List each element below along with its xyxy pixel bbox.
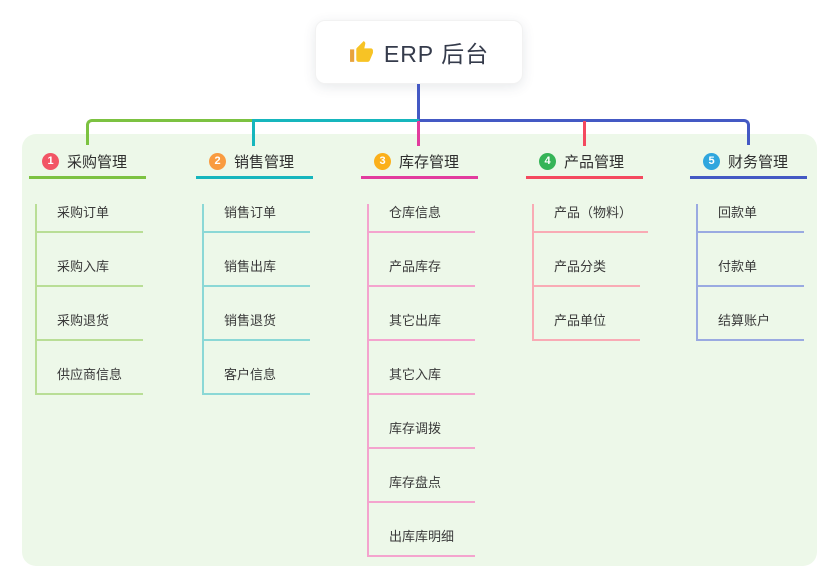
branch-children-2: 销售订单 销售出库 销售退货 客户信息 <box>202 204 313 395</box>
child-node[interactable]: 库存调拨 <box>367 420 475 449</box>
branch-label: 产品管理 <box>564 153 625 171</box>
branch-number-badge: 5 <box>703 152 720 170</box>
branch-label: 财务管理 <box>728 153 789 171</box>
child-node[interactable]: 仓库信息 <box>367 204 475 233</box>
child-node[interactable]: 产品库存 <box>367 258 475 287</box>
child-node[interactable]: 产品单位 <box>532 312 640 341</box>
branch-children-5: 回款单 付款单 结算账户 <box>696 204 807 341</box>
child-node[interactable]: 付款单 <box>696 258 804 287</box>
child-node[interactable]: 产品分类 <box>532 258 640 287</box>
branch-number-badge: 4 <box>539 152 556 170</box>
child-node[interactable]: 销售订单 <box>202 204 310 233</box>
drop-line-branch-3 <box>417 121 420 146</box>
branch-number-badge: 2 <box>209 152 226 170</box>
branch-node-1: 1 采购管理 采购订单 采购入库 采购退货 供应商信息 <box>29 146 146 395</box>
branch-number-badge: 1 <box>42 152 59 170</box>
child-node[interactable]: 出库库明细 <box>367 528 475 557</box>
branch-label: 库存管理 <box>399 153 460 171</box>
branch-header-1[interactable]: 1 采购管理 <box>29 146 146 179</box>
branch-node-5: 5 财务管理 回款单 付款单 结算账户 <box>690 146 807 341</box>
child-node[interactable]: 客户信息 <box>202 366 310 395</box>
child-node[interactable]: 其它出库 <box>367 312 475 341</box>
drop-line-branch-4 <box>583 121 586 146</box>
child-node[interactable]: 采购入库 <box>35 258 143 287</box>
child-node[interactable]: 销售出库 <box>202 258 310 287</box>
branch-number-badge: 3 <box>374 152 391 170</box>
child-node[interactable]: 库存盘点 <box>367 474 475 503</box>
bus-segment-blue <box>419 119 750 145</box>
branch-node-4: 4 产品管理 产品（物料） 产品分类 产品单位 <box>526 146 649 341</box>
thumbs-up-icon <box>349 40 373 62</box>
branch-children-4: 产品（物料） 产品分类 产品单位 <box>532 204 649 341</box>
background-panel <box>22 134 817 566</box>
child-node[interactable]: 供应商信息 <box>35 366 143 395</box>
child-node[interactable]: 其它入库 <box>367 366 475 395</box>
branch-children-1: 采购订单 采购入库 采购退货 供应商信息 <box>35 204 146 395</box>
branch-header-2[interactable]: 2 销售管理 <box>196 146 313 179</box>
root-drop-line <box>417 84 420 120</box>
branch-label: 销售管理 <box>234 153 295 171</box>
branch-children-3: 仓库信息 产品库存 其它出库 其它入库 库存调拨 库存盘点 出库库明细 <box>367 204 478 557</box>
child-node[interactable]: 销售退货 <box>202 312 310 341</box>
branch-header-3[interactable]: 3 库存管理 <box>361 146 478 179</box>
child-node[interactable]: 回款单 <box>696 204 804 233</box>
branch-label: 采购管理 <box>67 153 128 171</box>
branch-node-2: 2 销售管理 销售订单 销售出库 销售退货 客户信息 <box>196 146 313 395</box>
branch-header-5[interactable]: 5 财务管理 <box>690 146 807 179</box>
child-node[interactable]: 产品（物料） <box>532 204 649 233</box>
root-node-label: ERP 后台 <box>383 41 490 67</box>
bus-segment-teal <box>254 119 419 122</box>
drop-line-branch-2 <box>252 119 255 146</box>
root-node-erp[interactable]: ERP 后台 <box>315 20 523 84</box>
branch-node-3: 3 库存管理 仓库信息 产品库存 其它出库 其它入库 库存调拨 库存盘点 出库库… <box>361 146 478 557</box>
child-node[interactable]: 采购退货 <box>35 312 143 341</box>
child-node[interactable]: 采购订单 <box>35 204 143 233</box>
branch-header-4[interactable]: 4 产品管理 <box>526 146 643 179</box>
child-node[interactable]: 结算账户 <box>696 312 804 341</box>
bus-segment-green <box>86 119 254 145</box>
